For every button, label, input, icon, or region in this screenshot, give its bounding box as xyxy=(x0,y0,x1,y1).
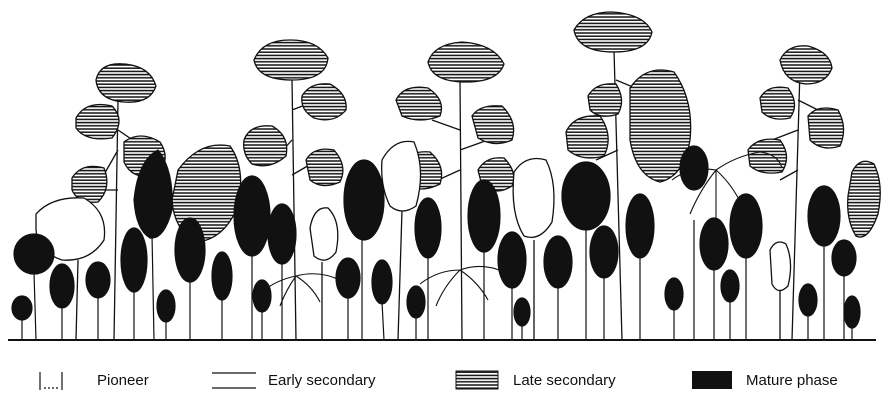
legend-swatch-late-secondary xyxy=(456,371,498,389)
late-secondary-trees xyxy=(72,12,880,340)
legend-label-late-secondary: Late secondary xyxy=(513,372,616,390)
legend-label-mature-phase: Mature phase xyxy=(746,372,838,390)
legend-swatch-early-secondary xyxy=(212,373,256,388)
legend-label-early-secondary: Early secondary xyxy=(268,372,376,390)
legend-swatch-mature-phase xyxy=(692,371,732,389)
legend-swatch-pioneer xyxy=(40,372,62,390)
legend-label-pioneer: Pioneer xyxy=(97,372,149,390)
